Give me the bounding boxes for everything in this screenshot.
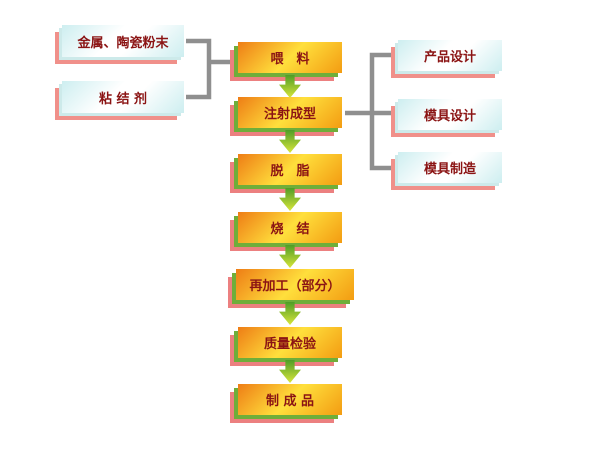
node-raw-powder: 金属、陶瓷粉末	[62, 25, 184, 57]
node-debinding-label: 脱 脂	[270, 164, 310, 179]
node-injection-molding: 注射成型	[238, 97, 342, 128]
node-sintering-label: 烧 结	[270, 222, 310, 237]
node-debinding: 脱 脂	[238, 154, 342, 185]
right-bracket-connector	[345, 52, 394, 171]
node-mold-manufacturing-label: 模具制造	[423, 162, 476, 177]
node-quality-inspection-label: 质量检验	[263, 337, 316, 352]
node-product-design-label: 产品设计	[423, 50, 476, 65]
node-post-processing-label: 再加工（部分）	[249, 279, 341, 294]
node-sintering: 烧 结	[238, 212, 342, 243]
node-binder-label: 粘 结 剂	[98, 91, 148, 107]
node-injection-molding-label: 注射成型	[263, 107, 316, 122]
left-bracket-connector	[186, 38, 232, 100]
node-mold-design-label: 模具设计	[423, 109, 476, 124]
node-mold-design: 模具设计	[398, 99, 502, 130]
node-finished-product: 制 成 品	[238, 384, 342, 415]
node-quality-inspection: 质量检验	[238, 327, 342, 358]
node-mold-manufacturing: 模具制造	[398, 152, 502, 183]
node-binder: 粘 结 剂	[62, 81, 184, 113]
node-feeding-label: 喂 料	[270, 52, 310, 67]
node-post-processing: 再加工（部分）	[236, 269, 354, 300]
node-feeding: 喂 料	[238, 42, 342, 73]
node-raw-powder-label: 金属、陶瓷粉末	[77, 35, 169, 51]
node-finished-product-label: 制 成 品	[265, 394, 315, 409]
node-product-design: 产品设计	[398, 40, 502, 71]
